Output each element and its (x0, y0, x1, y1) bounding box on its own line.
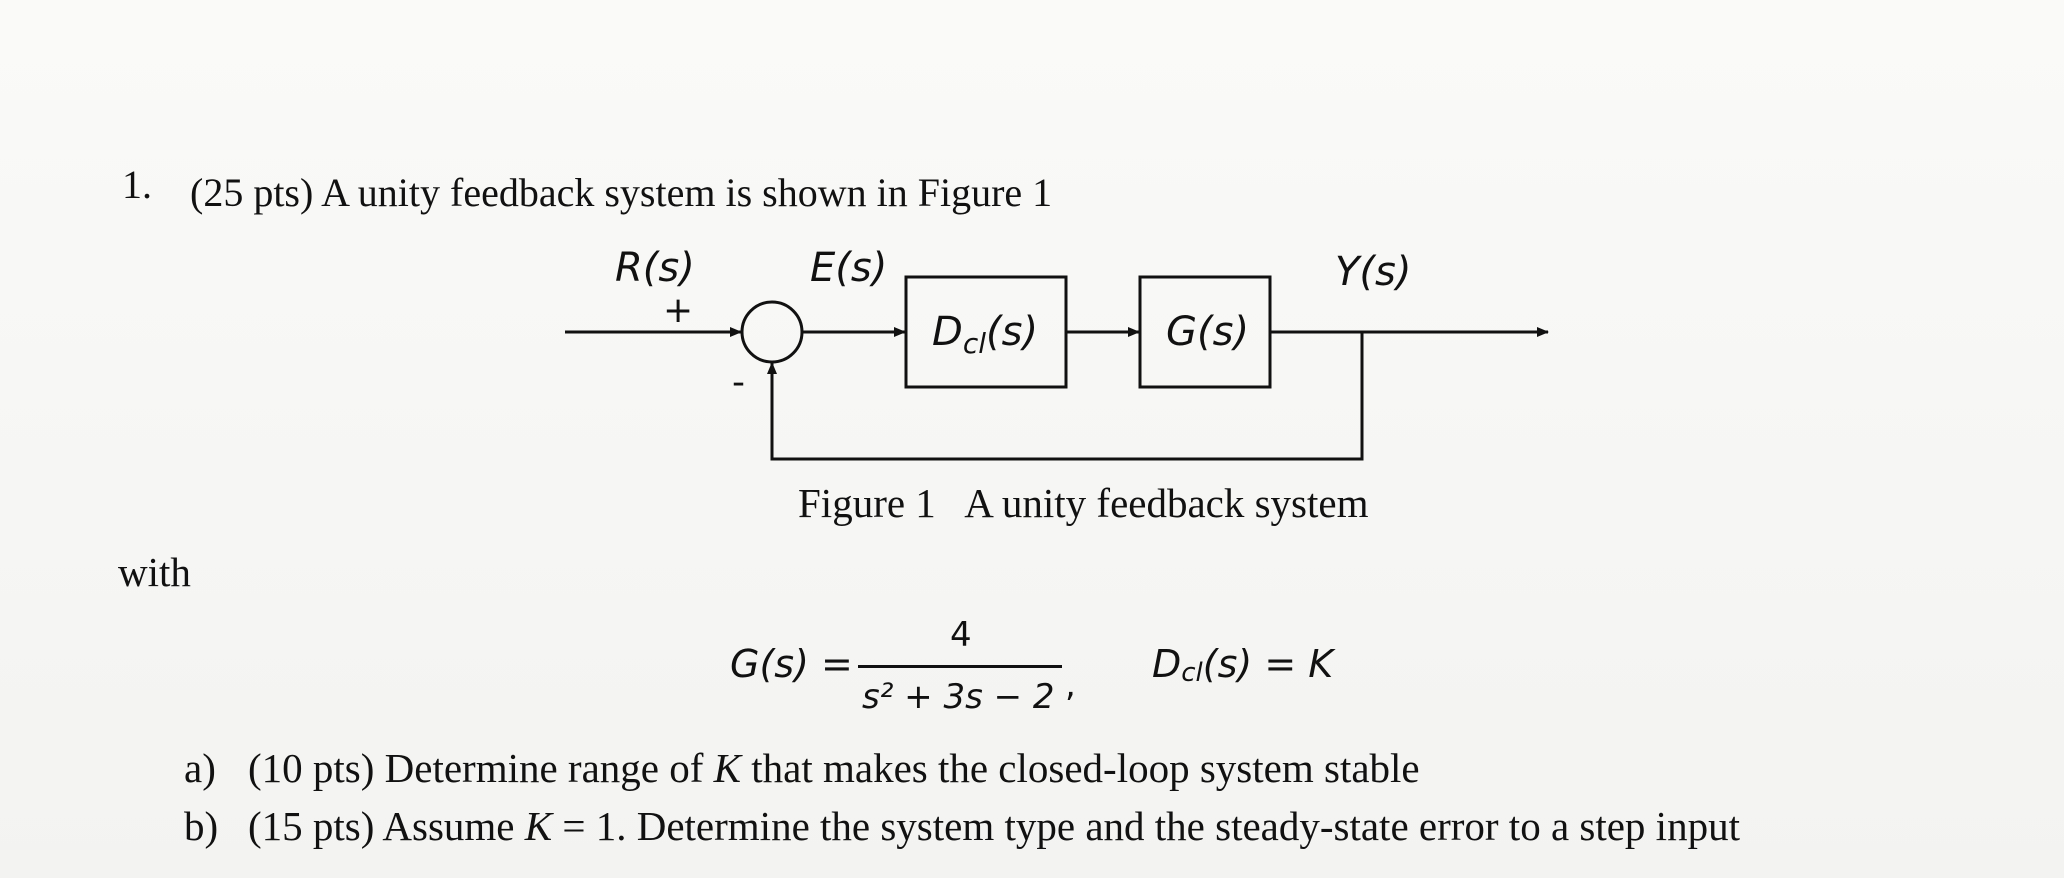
output-label: Y(s) (1335, 249, 1411, 295)
part-a-pre: (10 pts) Determine range of (248, 745, 714, 791)
question-intro: (25 pts) A unity feedback system is show… (190, 170, 1053, 215)
minus-sign: - (732, 362, 745, 403)
plus-sign: + (663, 290, 693, 331)
figure-caption: Figure 1 A unity feedback system (798, 480, 1369, 526)
part-b-post: = 1. Determine the system type and the s… (552, 803, 1740, 849)
d-main: D (1152, 642, 1182, 686)
input-label: R(s) (615, 245, 695, 291)
part-a-post: that makes the closed-loop system stable (741, 745, 1420, 791)
part-b-label: b) (184, 803, 219, 849)
part-b-var: K (524, 803, 553, 849)
plant-block-label: G(s) (1166, 309, 1249, 355)
feedback-path (767, 332, 1364, 461)
controller-block-label: Dcl(s) (932, 309, 1038, 360)
summing-junction (740, 300, 804, 364)
part-a: a) (10 pts) Determine range of K that mak… (184, 748, 1420, 789)
d-subscript: cl (1181, 658, 1203, 688)
g-numerator: 4 (950, 615, 972, 655)
g-equation-lhs: G(s) = (730, 642, 853, 686)
question-number: 1. (122, 162, 152, 207)
d-rhs: (s) = K (1202, 642, 1334, 686)
part-a-label: a) (184, 745, 216, 791)
part-b: b) (15 pts) Assume K = 1. Determine the s… (184, 806, 1740, 847)
fraction-bar (858, 665, 1062, 668)
g-denominator: s² + 3s − 2 (862, 677, 1055, 717)
equation-comma: , (1065, 665, 1076, 705)
part-b-pre: (15 pts) Assume (248, 803, 525, 849)
d-equation: Dcl(s) = K (1152, 645, 1333, 686)
error-label: E(s) (810, 245, 887, 291)
with-text: with (118, 549, 191, 595)
part-a-var: K (713, 745, 741, 791)
